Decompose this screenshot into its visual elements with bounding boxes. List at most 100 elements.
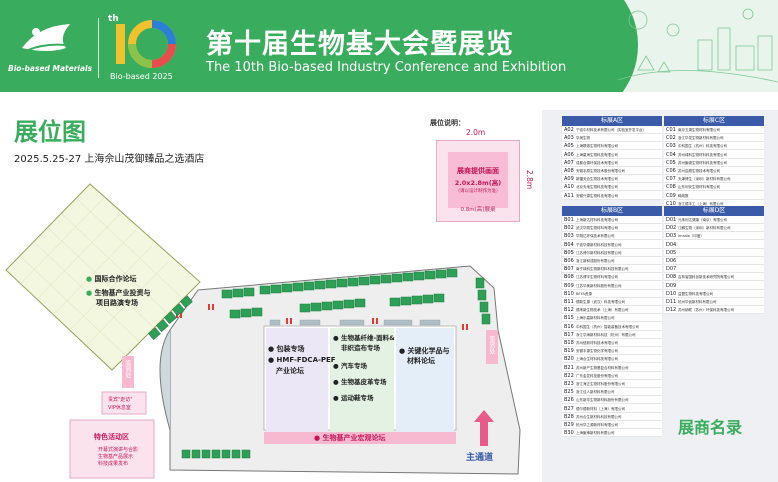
list-item-name: 安徽丰源生物化学有限公司 [576,349,618,354]
list-item-code: C01 [666,127,676,133]
legend-line-3: （请以设计制作为准） [455,189,501,194]
zone-special-sub-2: 生物基产品展示 [98,454,134,460]
list-item-name [678,241,764,248]
list-item-code: A02 [564,127,574,133]
list-item-name: 浙江海正生物材料股份有限公司 [576,382,625,386]
list-head-d: 标展D区 [664,206,764,216]
list-item: D07 [664,265,764,274]
list-item-name: 华润生物 [576,136,590,141]
list-item-code: D05 [666,249,677,256]
list-item-name: 稀疏数 [678,193,689,198]
list-item-name: 上海乐嘉新材料有限公司 [576,316,615,321]
reg-right-shape [486,330,498,364]
list-item-code: B02 [564,225,574,232]
main-aisle-label: 主通道 [466,453,494,463]
list-item-code: D04 [666,241,677,248]
list-item-name [678,282,764,289]
floor-plan: 国际合作论坛 生物基产业投资与 项目路演专场 ● 包装专场 ● HMF-FDCA… [0,170,540,482]
list-item-name: 华翔达环保技术有限公司 [576,234,615,239]
main-aisle-arrow [474,410,494,446]
list-item-name: 苏州绿科生物材料科技有限公司 [678,152,727,157]
list-item-code: B22 [564,372,574,379]
list-item-name: 上海聚锋新材料有限公司 [576,431,615,436]
list-item-name [678,249,764,256]
zone-fiber-1: ● 生物基纤维-面料& [333,334,395,342]
list-item: D05 [664,249,764,257]
zone-chem-1: ● 关键化学品与 [399,347,450,355]
list-item-name: 杭州华之源新材料有限公司 [576,423,618,427]
list-item-code: C08 [666,184,676,191]
list-item-code: B26 [564,397,574,404]
list-item-code: B08 [564,274,574,281]
bio-based-logo-icon [22,24,75,51]
list-item-code: C06 [666,168,676,174]
list-item-code: D03 [666,233,677,240]
zone-invest-forum-1: 生物基产业投资与 [86,288,151,298]
reg-right-label: 签到处 [488,336,495,354]
list-item-name: 浙江华发生物新材料有限公司 [678,136,724,141]
list-item-code: A11 [564,192,574,199]
list-item-name: 宁波中材料技术有限公司（实验室开发平台） [576,128,646,132]
list-item-name: 德尔德新材料（上海）有限公司 [576,406,625,411]
legend-line-2: 2.0x2.8m(高) [454,179,502,187]
legend-width: 2.0m [466,128,486,137]
zone-auto: ● 汽车专场 [333,362,367,370]
special-zone-shape [69,419,155,479]
zone-special-sub-3: 科技成果发布 [98,461,129,467]
list-item-code: C10 [666,200,676,207]
list-item-code: D06 [666,258,677,264]
list-item-name: 江苏华美新材料股份有限公司 [576,283,622,288]
grey-booths [269,319,441,326]
floor-plan-shapes [5,183,521,479]
list-item-code: B18 [564,340,574,346]
list-item-name: 苏州纳联（苏州）环保科技有限公司 [678,308,734,313]
list-item-name: 北京天地生物科技有限公司 [576,185,618,190]
list-item-code: B05 [564,249,574,256]
zone-intl-forum: 国际合作论坛 [86,274,137,284]
list-item-name: 安徽丰原生物技术股份有限公司 [576,169,625,173]
vip-room-shape [101,391,147,415]
list-item-code: B06 [564,258,574,264]
list-item: D04 [664,241,764,249]
list-item-code: D11 [666,299,677,305]
list-item-code: B12 [564,307,574,314]
list-item-code: C02 [666,135,676,142]
list-head-b: 标展B区 [562,206,662,216]
list-item-name: 上海星海生物科技有限公司 [576,152,618,157]
list-item-name: 南宁绿科生物新材料科技有限公司 [576,267,629,272]
zone-hmf-1: ● HMF-FDCA-PEF [268,356,336,364]
page-title-en: The 10th Bio-based Industry Conference a… [206,60,567,75]
list-item-code: D10 [666,290,677,297]
zone-chem-2: 材料论坛 [407,357,435,365]
list-item-name: 江苏博宇生物材料有限公司 [576,275,618,280]
list-item-name: 苏州聚碳生物材料科技有限公司 [678,160,727,165]
list-head-a: 标展A区 [562,116,662,126]
